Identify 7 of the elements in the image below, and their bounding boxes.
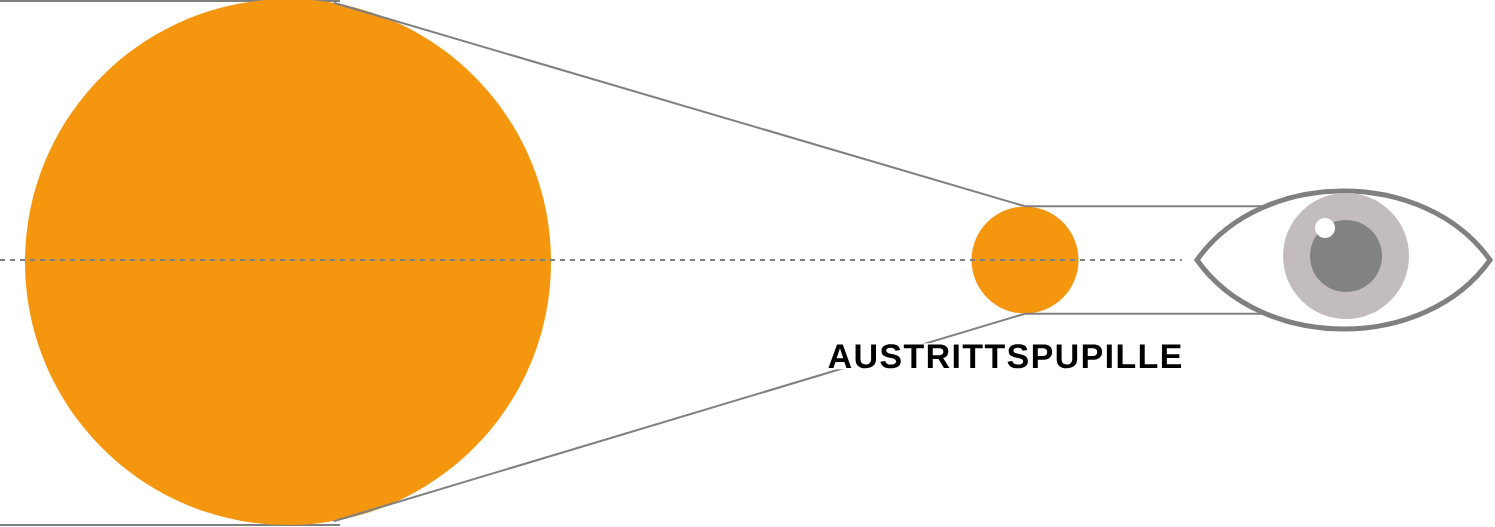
ray-line	[1024, 312, 1271, 315]
ray-line	[1024, 205, 1271, 208]
eye-drawing	[1194, 188, 1493, 332]
pupil-label: AUSTRITTSPUPILLE	[826, 343, 1184, 370]
circle	[971, 206, 1079, 314]
ray-line	[332, 1, 1026, 208]
ray-line	[332, 312, 1026, 523]
